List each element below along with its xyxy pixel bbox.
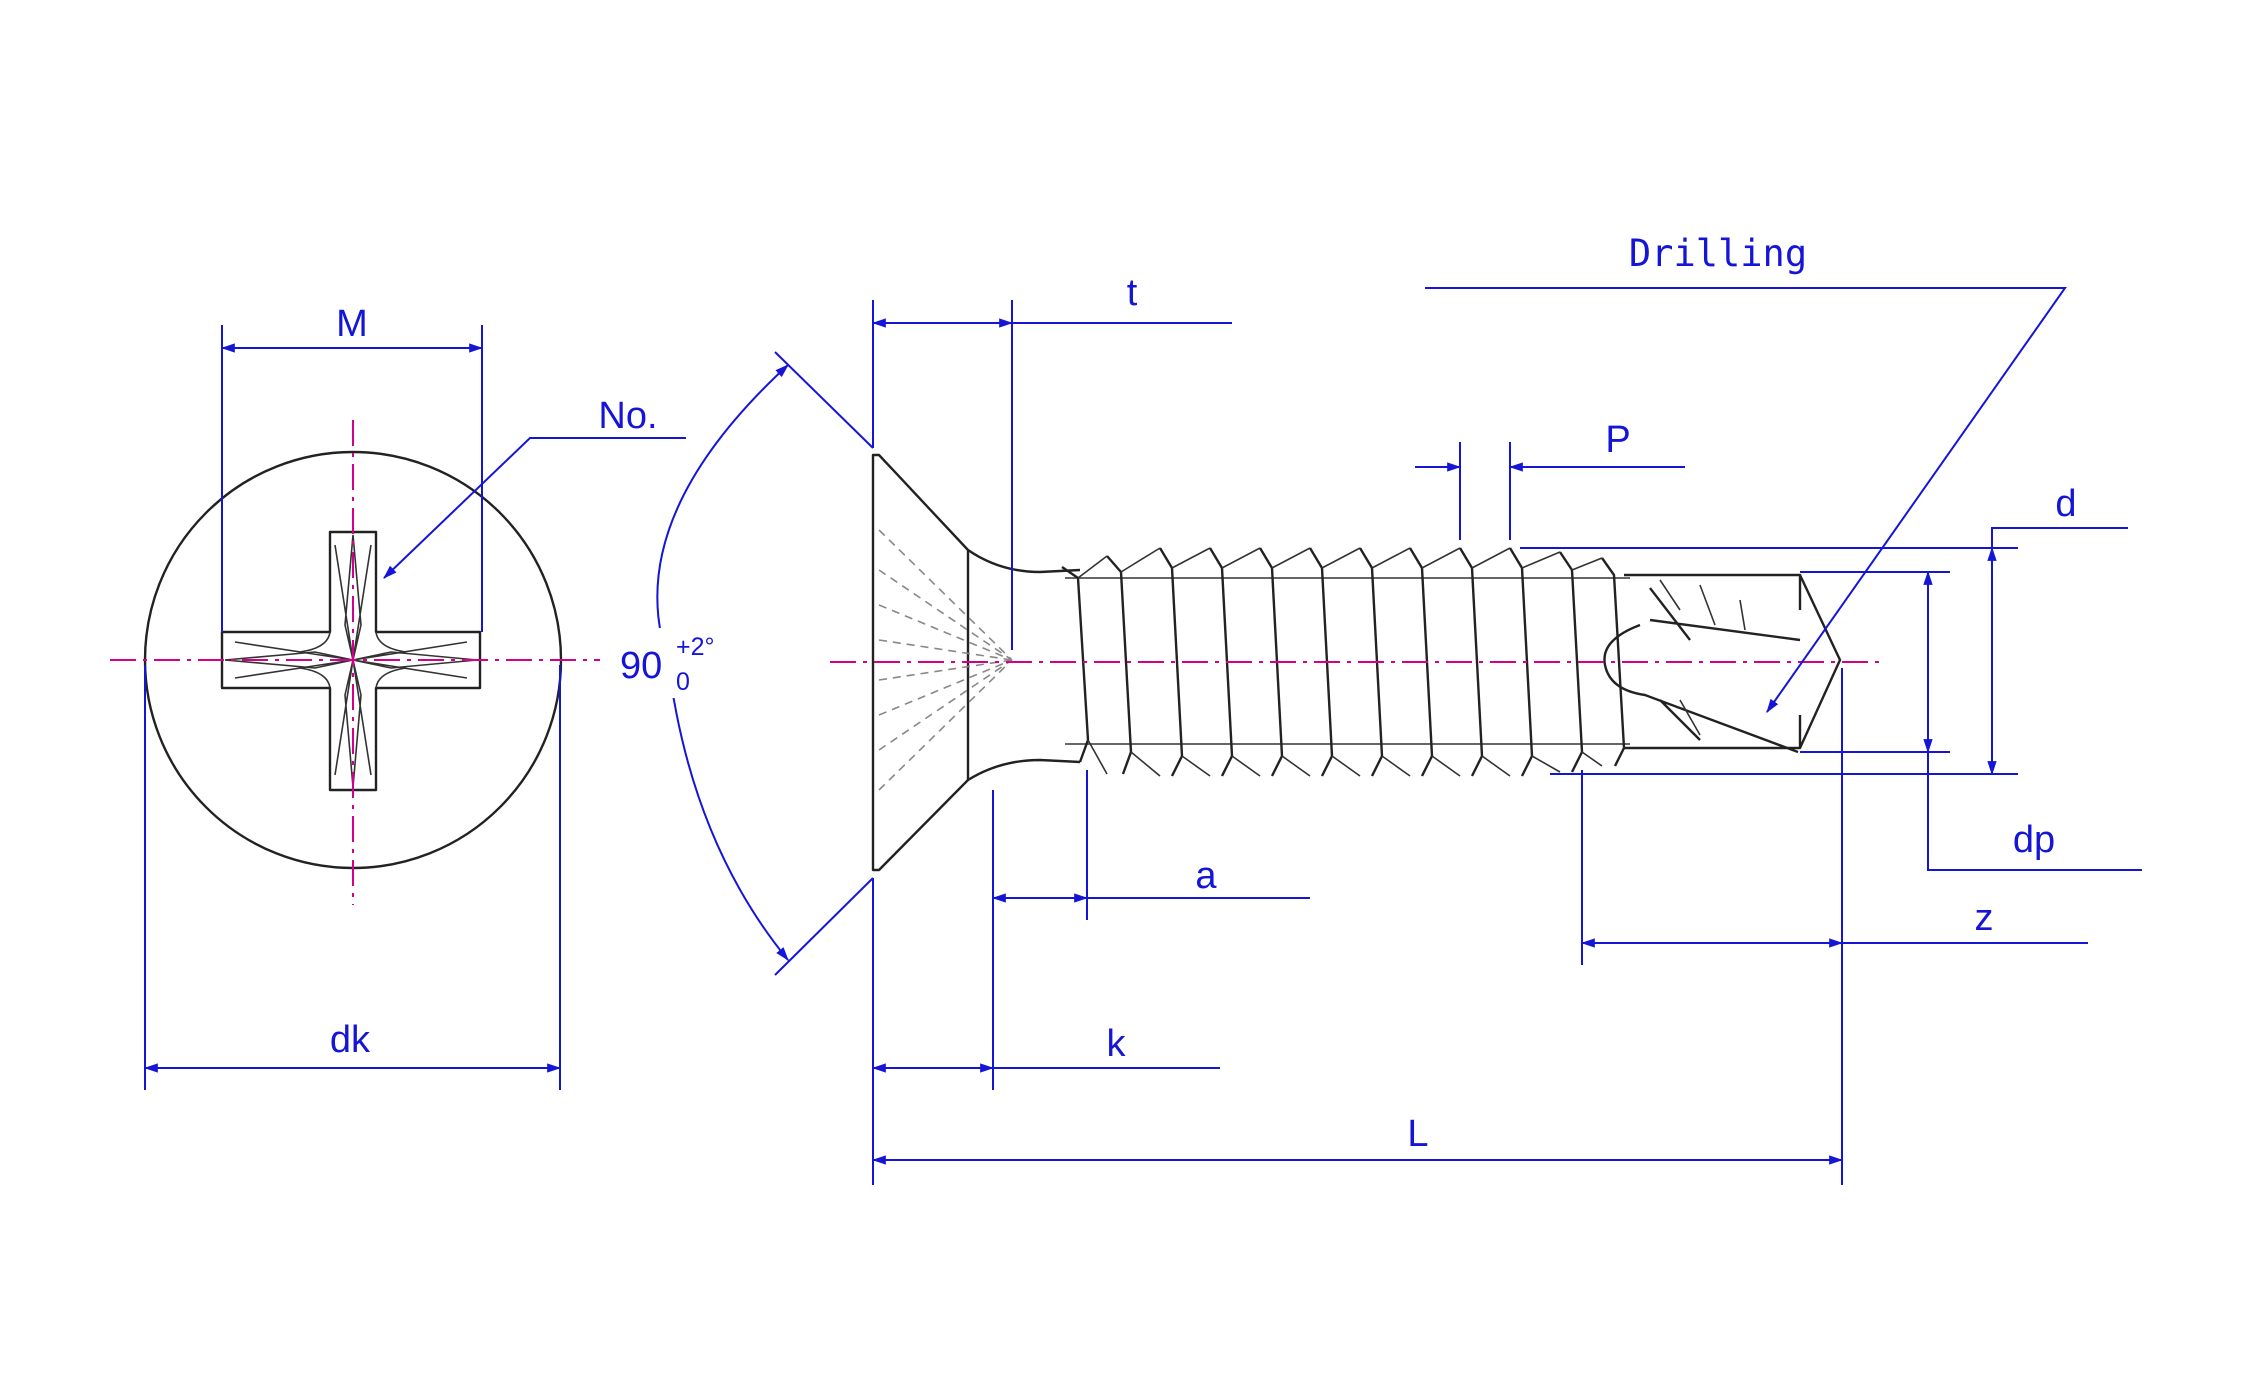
angle-label-bg <box>612 628 730 698</box>
label-dk: dk <box>330 1019 371 1061</box>
screw-side-view: 90 +2° 0 t a k <box>612 232 2142 1185</box>
label-angle-value: 90 <box>620 645 662 687</box>
label-dp: dp <box>2013 819 2055 861</box>
dimension-M: M <box>220 303 484 632</box>
label-angle-lower-tol: 0 <box>676 668 690 696</box>
label-a: a <box>1195 855 1217 897</box>
label-k: k <box>1107 1023 1127 1065</box>
label-P: P <box>1605 419 1630 461</box>
label-angle-upper-tol: +2° <box>676 633 715 661</box>
label-z: z <box>1975 897 1994 939</box>
drill-flute <box>1659 579 1746 736</box>
head-to-shank <box>967 549 1081 782</box>
label-No: No. <box>598 395 657 437</box>
leader-No: No. <box>383 395 686 579</box>
dimension-k: k <box>871 878 1220 1185</box>
dimension-a: a <box>991 770 1310 1090</box>
head-top-view: M No. dk <box>110 303 686 1090</box>
dimension-P: P <box>1415 419 1685 540</box>
dimension-L: L <box>871 668 1844 1185</box>
label-t: t <box>1127 272 1138 314</box>
thread-flanks <box>1077 547 1603 777</box>
label-Drilling: Drilling <box>1629 232 1807 275</box>
dimension-t: t <box>871 272 1232 650</box>
dimension-z: z <box>1580 770 2088 965</box>
hidden-recess-lines <box>878 529 1013 791</box>
label-M: M <box>336 303 368 345</box>
dimension-d: d <box>1520 483 2128 776</box>
label-L: L <box>1407 1113 1428 1155</box>
thread-root-outline <box>1065 577 1630 745</box>
dimension-head-angle: 90 +2° 0 <box>612 351 874 976</box>
drill-point <box>1603 573 1842 754</box>
label-d: d <box>2055 483 2076 525</box>
dimension-dk: dk <box>143 665 562 1090</box>
dimension-dp: dp <box>1800 570 2142 871</box>
leader-Drilling: Drilling <box>1425 232 2067 713</box>
